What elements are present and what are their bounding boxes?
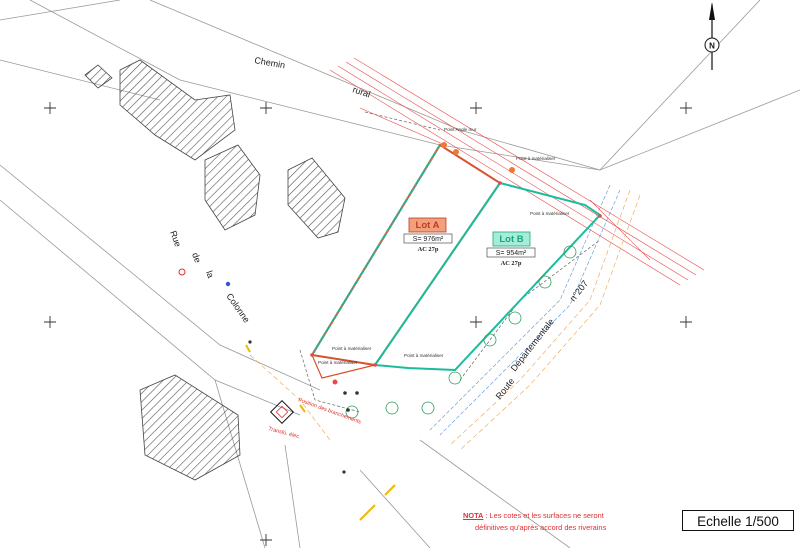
nota-heading: NOTA <box>463 511 484 520</box>
nota-line1: : Les cotes et les surfaces ne seront <box>483 511 604 520</box>
building-east <box>287 157 346 239</box>
road-label-rue-2: de <box>190 251 203 264</box>
lot-b-surface-box <box>486 247 536 258</box>
building-small <box>84 64 113 89</box>
road-label-rue-3: la <box>204 269 216 279</box>
lot-a-name: Lot A <box>416 220 440 231</box>
transfo-label: Transfo. élec. <box>267 426 301 440</box>
road-markings <box>245 344 396 521</box>
road-label-rue-1: Rue <box>168 229 183 248</box>
lot-b-name: Lot B <box>499 234 523 245</box>
lot-a-surface: S= 976m² <box>413 236 444 243</box>
road-label-route-1: Route <box>494 376 517 401</box>
network-lines <box>329 57 705 286</box>
road-label-route-3: n°207 <box>568 278 590 303</box>
point-label: Point à matérialiser <box>404 353 444 358</box>
buildings <box>84 59 346 481</box>
nota-note: NOTA : Les cotes et les surfaces ne sero… <box>463 510 683 534</box>
building-south <box>139 374 241 481</box>
orange-dashed <box>249 189 641 451</box>
lot-b-surface: S= 954m² <box>496 250 527 257</box>
north-label: N <box>709 42 715 51</box>
point-label: Point à matérialiser <box>516 156 556 161</box>
transformer-symbol <box>269 399 295 425</box>
branchements-label: Position des branchements <box>297 397 362 425</box>
nota-line2: définitives qu'après accord des riverain… <box>475 523 607 532</box>
scale-box: Echelle 1/500 <box>682 510 794 531</box>
survey-markers <box>178 142 602 474</box>
building-mid <box>204 144 261 231</box>
lot-b-label-box <box>492 231 531 247</box>
road-label-route-2: Départementale <box>509 317 556 374</box>
road-label-chemin: Chemin <box>254 55 286 70</box>
lot-a-surface-box <box>403 233 453 244</box>
point-label: Point à matérialiser <box>332 346 372 351</box>
building-north <box>119 59 236 161</box>
drain-lines <box>429 184 621 436</box>
north-arrow <box>704 2 720 70</box>
angle-mur-label: Point Angle mur <box>444 127 477 132</box>
road-label-rural: rural <box>351 84 371 99</box>
lot-b-ref: AC 27p <box>501 260 522 267</box>
road-label-rue-4: Colonne <box>224 291 251 324</box>
point-label: Point à matérialiser <box>318 360 358 365</box>
lot-a-ref: AC 27p <box>418 246 439 253</box>
lot-a-parcel[interactable] <box>310 143 502 367</box>
trees <box>345 245 577 419</box>
lot-a-label-box <box>408 217 447 233</box>
point-label: Point à matérialiser <box>530 211 570 216</box>
lot-b-south-edge <box>311 354 376 379</box>
grid-crosses <box>44 102 692 546</box>
lot-green-edge <box>311 144 441 356</box>
